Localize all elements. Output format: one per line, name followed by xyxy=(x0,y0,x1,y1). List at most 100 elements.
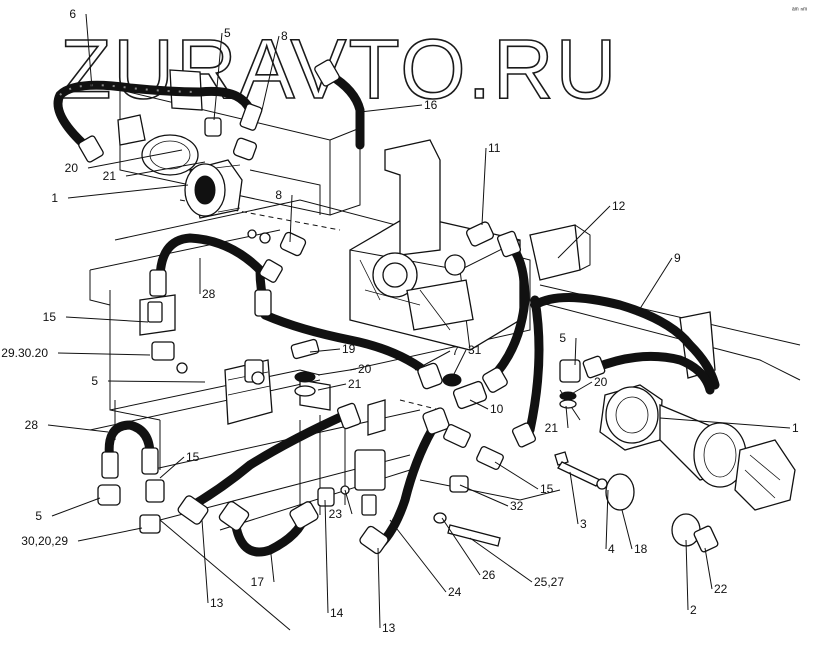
callout-label: 15 xyxy=(186,450,200,464)
hose-9 xyxy=(530,293,720,390)
callout-leader xyxy=(67,184,189,199)
callout-label: 13 xyxy=(382,621,396,635)
callout-label: 5 xyxy=(35,509,42,523)
callout-leader xyxy=(621,509,633,550)
callout-leader xyxy=(469,399,489,410)
callout-leader xyxy=(469,537,533,583)
callout-label: 20 xyxy=(65,161,79,175)
callout-label: 14 xyxy=(330,606,344,620)
callout-label: 1 xyxy=(51,191,58,205)
callout-leader xyxy=(635,257,673,316)
callout-leader xyxy=(289,194,293,243)
callout-label: 8 xyxy=(275,188,282,202)
callout-leader xyxy=(85,13,93,89)
callout-label: 26 xyxy=(482,568,496,582)
callout-label: 20 xyxy=(358,362,372,376)
callout-label: 6 xyxy=(69,7,76,21)
callout-leader xyxy=(441,517,481,576)
callout-leader xyxy=(324,499,329,614)
callout-label: 21 xyxy=(348,377,362,391)
callout-leader xyxy=(481,147,487,226)
watermark: ZURAVTO.RU xyxy=(60,22,618,116)
callout-leader xyxy=(125,161,206,177)
callout-label: 28 xyxy=(202,287,216,301)
callout-leader xyxy=(451,349,467,379)
callout-label: 32 xyxy=(510,499,524,513)
callout-label: 15 xyxy=(540,482,554,496)
callout-label: 5 xyxy=(91,374,98,388)
callout-leader xyxy=(377,547,381,629)
callout-label: 8 xyxy=(281,29,288,43)
hose-5-right xyxy=(590,351,715,395)
callout-label: 2 xyxy=(690,603,697,617)
callout-leader xyxy=(57,352,151,356)
callout-leader xyxy=(317,368,357,376)
callout-label: 24 xyxy=(448,585,462,599)
callout-leader xyxy=(269,544,275,583)
callout-label: 12 xyxy=(612,199,626,213)
callout-label: 18 xyxy=(634,542,648,556)
fittings xyxy=(78,59,719,555)
callout-label: 25,27 xyxy=(534,575,564,589)
callout-leader xyxy=(309,348,341,353)
callout-leader xyxy=(567,381,593,397)
callout-leader xyxy=(574,337,577,366)
callout-leader xyxy=(107,380,206,383)
callout-leader xyxy=(87,149,183,169)
callout-label: 15 xyxy=(43,310,57,324)
callout-leader xyxy=(414,350,451,371)
callout-leader xyxy=(704,547,713,590)
callout-leader xyxy=(565,405,569,429)
callout-label: 7 xyxy=(452,344,459,358)
callout-leader xyxy=(344,489,353,515)
callout-leader xyxy=(317,383,347,391)
callout-label: 5 xyxy=(224,26,231,40)
callout-label: 28 xyxy=(25,418,39,432)
callout-leader xyxy=(77,527,143,542)
hoses xyxy=(53,70,720,557)
hose-28-left xyxy=(104,420,155,465)
hose-24 xyxy=(375,425,437,550)
callout-leader xyxy=(201,519,209,604)
callout-leader xyxy=(261,35,280,111)
callout-label: 30,20,29 xyxy=(21,534,68,548)
callout-leader xyxy=(159,456,185,479)
callout-label: 22 xyxy=(714,582,728,596)
callout-label: 3 xyxy=(580,517,587,531)
callout-label: 29.30.20 xyxy=(1,346,48,360)
callout-leader xyxy=(569,471,579,525)
callout-leader xyxy=(685,539,689,611)
callout-leader xyxy=(389,519,447,593)
motor-top xyxy=(117,114,243,219)
callout-leader xyxy=(659,417,791,429)
callout-label: 13 xyxy=(210,596,224,610)
callout-leader xyxy=(65,316,149,323)
callout-label: 1 xyxy=(792,421,799,435)
hose-11 xyxy=(485,240,530,385)
callout-label: 5 xyxy=(559,331,566,345)
corner-mark: ᵃᵐ ⁿᵐ xyxy=(792,7,807,14)
callout-label: 31 xyxy=(468,343,482,357)
callout-leader xyxy=(557,205,611,259)
motor-right xyxy=(599,384,796,511)
callout-leader xyxy=(359,104,423,113)
callout-label: 11 xyxy=(488,141,501,155)
callout-leader xyxy=(459,484,509,507)
callout-label: 20 xyxy=(594,375,608,389)
callout-leader xyxy=(51,497,101,517)
hose-7 xyxy=(260,310,435,380)
callout-leader xyxy=(213,32,223,121)
callout-label: 21 xyxy=(103,169,117,183)
callout-leader xyxy=(47,424,109,433)
callout-label: 10 xyxy=(490,402,504,416)
callout-label: 17 xyxy=(251,575,265,589)
hose-13-left xyxy=(180,410,350,515)
callout-label: 4 xyxy=(608,542,615,556)
callout-label: 16 xyxy=(424,98,438,112)
hose-12-down xyxy=(525,295,544,435)
hose-28-top xyxy=(155,233,270,310)
callout-leader xyxy=(494,461,539,490)
callout-label: 9 xyxy=(674,251,681,265)
